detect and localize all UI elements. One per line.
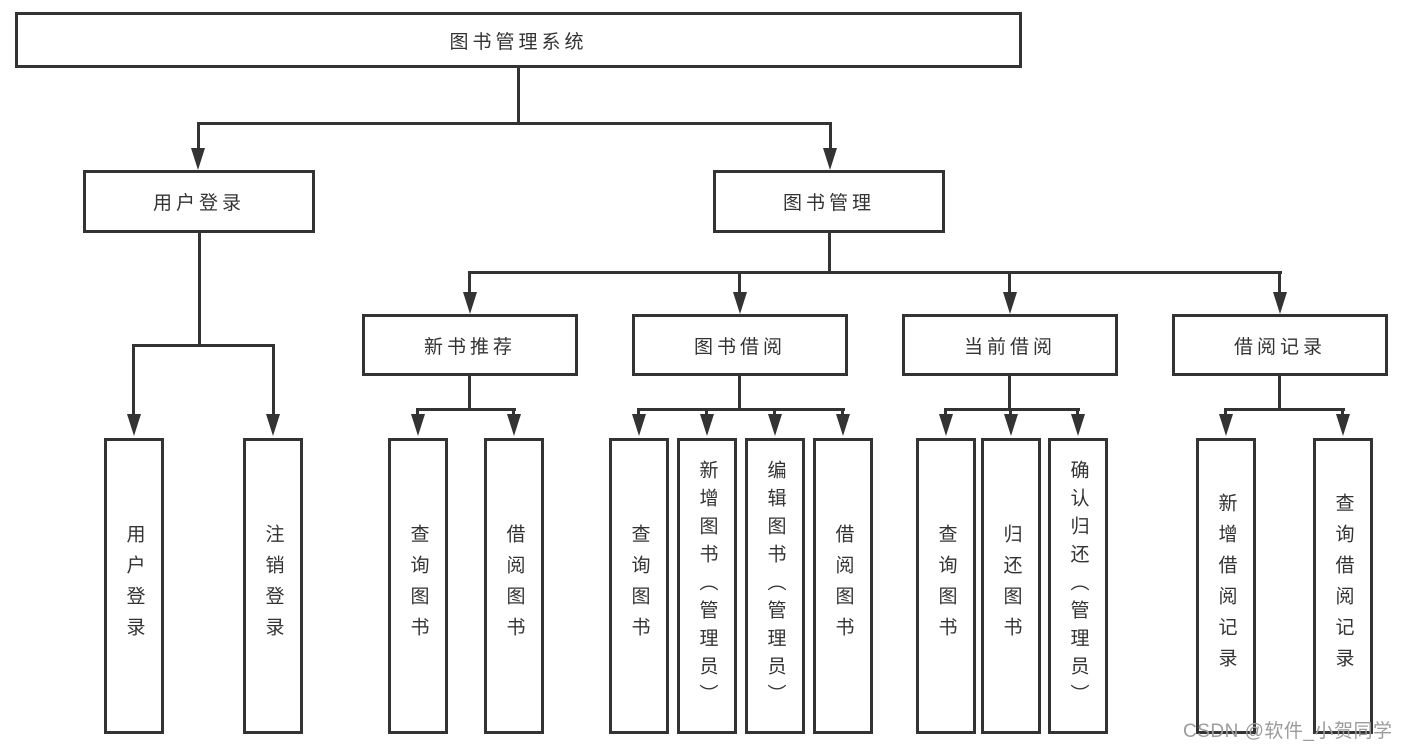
leaf-query-borrow-record: 查询借阅记录 xyxy=(1313,438,1373,734)
connector-line xyxy=(197,122,200,152)
connector-line xyxy=(828,233,831,274)
node-label: 图书借阅 xyxy=(693,336,786,358)
arrowhead-down-icon xyxy=(266,414,280,436)
connector-line xyxy=(1341,408,1344,418)
leaf-edit-book-admin: 编辑图书（管理员） xyxy=(745,438,805,734)
arrowhead-down-icon xyxy=(939,414,953,436)
leaf-label: 归还图书 xyxy=(1000,524,1022,648)
connector-line xyxy=(132,344,275,347)
arrowhead-down-icon xyxy=(1219,414,1233,436)
leaf-recommend-borrow-books: 借阅图书 xyxy=(484,438,544,734)
arrowhead-down-icon xyxy=(463,292,477,314)
leaf-logout-login: 注销登录 xyxy=(243,438,303,734)
leaf-label: 借阅图书 xyxy=(503,524,525,648)
connector-line xyxy=(1278,271,1281,293)
arrowhead-down-icon xyxy=(191,148,205,170)
node-borrow-record: 借阅记录 xyxy=(1172,314,1388,376)
node-user-login: 用户登录 xyxy=(83,170,315,233)
node-book-management: 图书管理 xyxy=(713,170,945,233)
arrowhead-down-icon xyxy=(836,414,850,436)
connector-line xyxy=(1076,408,1079,418)
connector-line xyxy=(738,376,741,411)
arrowhead-down-icon xyxy=(507,414,521,436)
connector-line xyxy=(1008,376,1011,411)
node-label: 图书管理系统 xyxy=(449,31,588,53)
connector-line xyxy=(468,271,471,293)
leaf-label: 新增图书（管理员） xyxy=(696,460,718,712)
connector-line xyxy=(738,271,741,293)
arrowhead-down-icon xyxy=(1003,292,1017,314)
connector-line xyxy=(132,344,135,416)
connector-line xyxy=(1008,271,1011,293)
connector-line xyxy=(829,122,832,152)
connector-line xyxy=(468,376,471,411)
leaf-label: 用户登录 xyxy=(123,524,145,648)
leaf-label: 编辑图书（管理员） xyxy=(764,460,786,712)
leaf-label: 确认归还（管理员） xyxy=(1067,460,1089,712)
node-book-borrow: 图书借阅 xyxy=(632,314,848,376)
node-current-borrow: 当前借阅 xyxy=(902,314,1118,376)
arrowhead-down-icon xyxy=(1273,292,1287,314)
leaf-label: 查询图书 xyxy=(935,524,957,648)
arrowhead-down-icon xyxy=(1336,414,1350,436)
connector-line xyxy=(198,233,201,347)
arrowhead-down-icon xyxy=(632,414,646,436)
connector-line xyxy=(272,344,275,416)
connector-line xyxy=(637,408,640,418)
leaf-current-query-books: 查询图书 xyxy=(916,438,976,734)
leaf-label: 新增借阅记录 xyxy=(1215,493,1237,679)
leaf-add-book-admin: 新增图书（管理员） xyxy=(677,438,737,734)
connector-line xyxy=(1224,408,1345,411)
node-label: 图书管理 xyxy=(782,193,875,214)
leaf-label: 借阅图书 xyxy=(832,524,854,648)
leaf-add-borrow-record: 新增借阅记录 xyxy=(1196,438,1256,734)
leaf-return-books: 归还图书 xyxy=(981,438,1041,734)
connector-line xyxy=(944,408,947,418)
connector-line xyxy=(1224,408,1227,418)
node-label: 新书推荐 xyxy=(423,336,516,358)
connector-line xyxy=(197,122,832,125)
leaf-user-login: 用户登录 xyxy=(104,438,164,734)
leaf-recommend-query-books: 查询图书 xyxy=(388,438,448,734)
connector-line xyxy=(773,408,776,418)
arrowhead-down-icon xyxy=(768,414,782,436)
arrowhead-down-icon xyxy=(823,148,837,170)
leaf-borrow-borrow-books: 借阅图书 xyxy=(813,438,873,734)
leaf-label: 查询图书 xyxy=(407,524,429,648)
connector-line xyxy=(1278,376,1281,411)
node-label: 当前借阅 xyxy=(963,336,1056,358)
arrowhead-down-icon xyxy=(1004,414,1018,436)
node-label: 用户登录 xyxy=(152,193,245,214)
leaf-label: 查询图书 xyxy=(628,524,650,648)
connector-line xyxy=(705,408,708,418)
arrowhead-down-icon xyxy=(733,292,747,314)
csdn-watermark: CSDN @软件_小贺同学 xyxy=(1183,721,1393,742)
connector-line xyxy=(468,271,1282,274)
connector-line xyxy=(416,408,419,418)
connector-line xyxy=(1009,408,1012,418)
node-new-book-recommend: 新书推荐 xyxy=(362,314,578,376)
node-label: 借阅记录 xyxy=(1233,336,1326,358)
connector-line xyxy=(416,408,516,411)
connector-line xyxy=(944,408,1080,411)
connector-line xyxy=(512,408,515,418)
leaf-confirm-return-admin: 确认归还（管理员） xyxy=(1048,438,1108,734)
leaf-label: 查询借阅记录 xyxy=(1332,493,1354,679)
leaf-label: 注销登录 xyxy=(262,524,284,648)
connector-line xyxy=(517,68,520,122)
node-library-system: 图书管理系统 xyxy=(15,12,1022,68)
connector-line xyxy=(841,408,844,418)
leaf-borrow-query-books: 查询图书 xyxy=(609,438,669,734)
connector-line xyxy=(637,408,845,411)
arrowhead-down-icon xyxy=(700,414,714,436)
arrowhead-down-icon xyxy=(1071,414,1085,436)
arrowhead-down-icon xyxy=(127,414,141,436)
arrowhead-down-icon xyxy=(411,414,425,436)
